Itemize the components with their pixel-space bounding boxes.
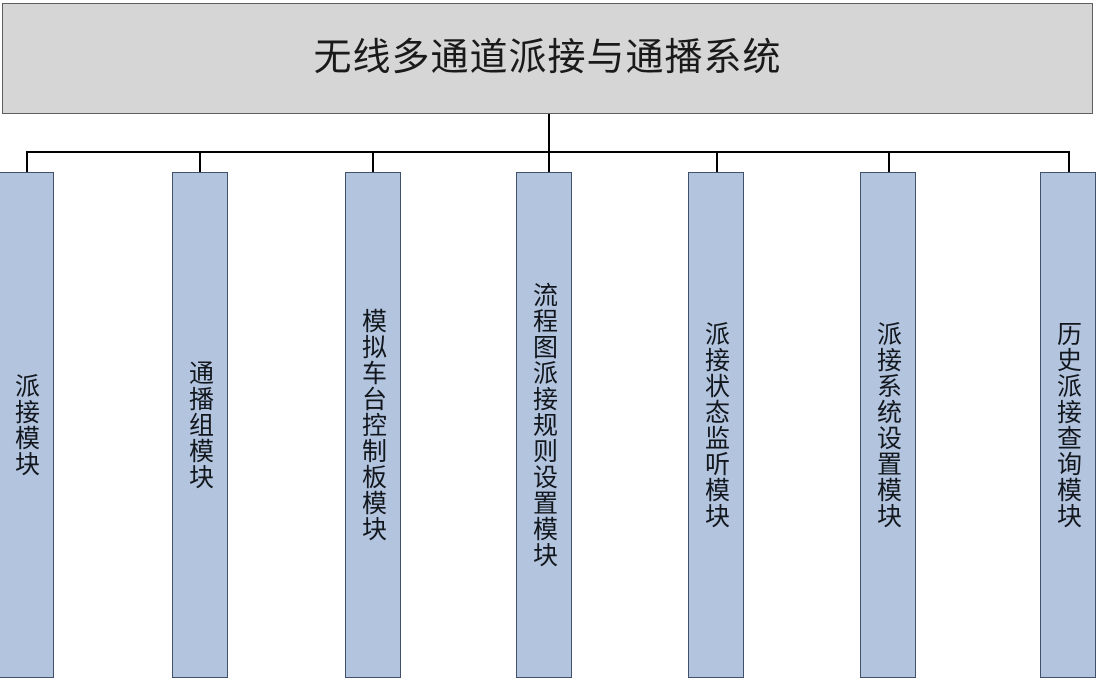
module-node-simulated-vehicle-control-panel[interactable]: 模拟车台控制板模块 xyxy=(345,172,401,678)
module-node-broadcast-group[interactable]: 通播组模块 xyxy=(172,172,228,678)
module-label: 派接状态监听模块 xyxy=(701,321,731,529)
root-node-system-title[interactable]: 无线多通道派接与通播系统 xyxy=(2,3,1093,114)
connector-drop-2 xyxy=(199,151,201,173)
page-title: 无线多通道派接与通播系统 xyxy=(313,34,782,79)
module-label: 流程图派接规则设置模块 xyxy=(529,282,559,568)
connector-bus xyxy=(26,151,1069,153)
module-node-dispatch-status-monitor[interactable]: 派接状态监听模块 xyxy=(688,172,744,678)
module-node-history-dispatch-query[interactable]: 历史派接查询模块 xyxy=(1040,172,1096,678)
connector-drop-6 xyxy=(888,151,890,173)
module-node-dispatch[interactable]: 派接模块 xyxy=(0,172,54,678)
module-node-flowchart-dispatch-rule-settings[interactable]: 流程图派接规则设置模块 xyxy=(516,172,572,678)
connector-drop-5 xyxy=(716,151,718,173)
module-label: 模拟车台控制板模块 xyxy=(358,308,388,542)
module-node-dispatch-system-settings[interactable]: 派接系统设置模块 xyxy=(860,172,916,678)
module-label: 派接模块 xyxy=(11,373,41,477)
connector-drop-4 xyxy=(548,151,550,173)
connector-trunk xyxy=(548,114,550,152)
module-label: 派接系统设置模块 xyxy=(873,321,903,529)
connector-drop-1 xyxy=(26,151,28,173)
connector-drop-7 xyxy=(1068,151,1070,173)
module-label: 历史派接查询模块 xyxy=(1053,321,1083,529)
connector-drop-3 xyxy=(372,151,374,173)
module-label: 通播组模块 xyxy=(185,360,215,490)
